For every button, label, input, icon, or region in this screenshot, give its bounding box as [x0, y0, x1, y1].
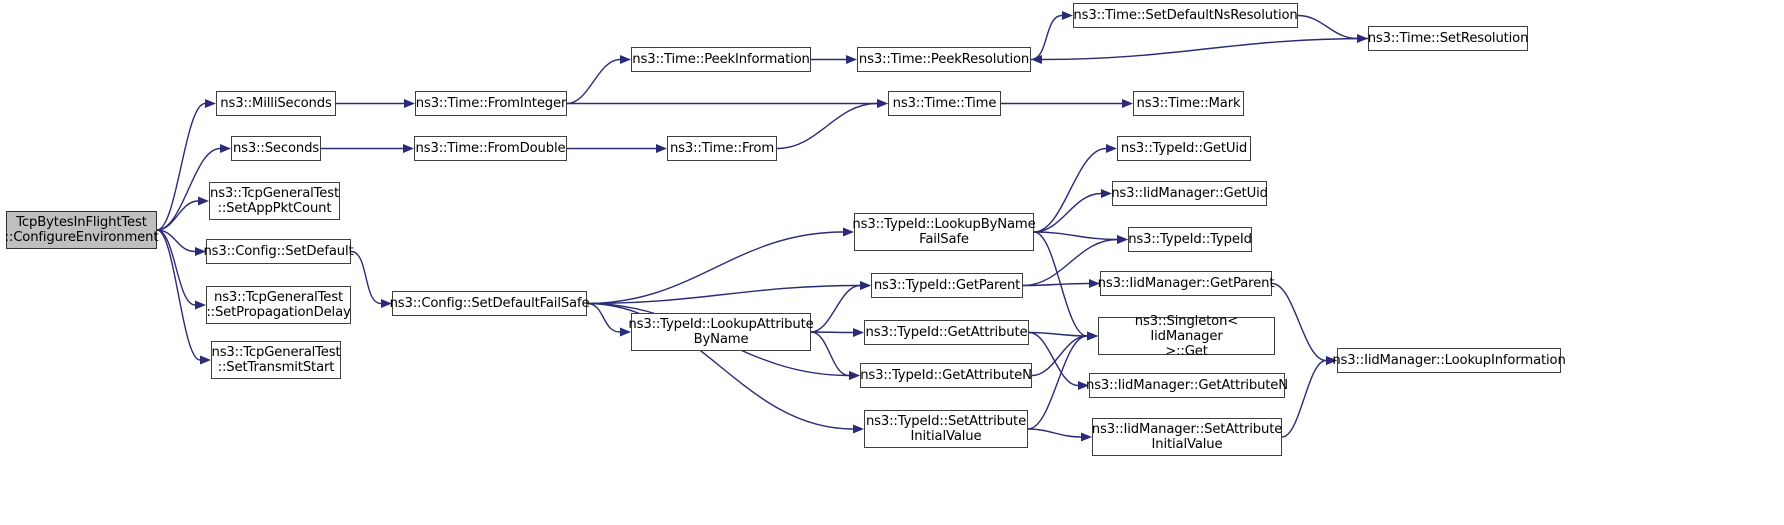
graph-arrowhead-fromdouble-to-timefrom [656, 144, 667, 153]
graph-arrowhead-milliseconds-to-fromteger [404, 99, 415, 108]
graph-node-singleton_get[interactable]: ns3::Singleton< IidManager >::Get [1098, 314, 1275, 359]
graph-arrowhead-timefrom-to-timetime [877, 99, 888, 108]
graph-node-tid_getuid[interactable]: ns3::TypeId::GetUid [1117, 136, 1251, 161]
graph-edge-lookupattrbyname-to-getattributen [810, 331, 850, 377]
graph-edge-setdefaultfail-to-lookupattrbyname [586, 302, 621, 333]
graph-node-seconds[interactable]: ns3::Seconds [231, 136, 321, 161]
graph-arrowhead-setdefaultfail-to-setattrinit [853, 424, 864, 434]
graph-node-getparent_tid[interactable]: ns3::TypeId::GetParent [871, 273, 1023, 298]
graph-node-setpropdelay[interactable]: ns3::TcpGeneralTest ::SetPropagationDela… [206, 286, 351, 324]
graph-arrowhead-setresolution-to-peekresolution [1031, 55, 1042, 64]
graph-node-setdefaultns[interactable]: ns3::Time::SetDefaultNsResolution [1073, 3, 1298, 28]
graph-edge-root-to-milliseconds [156, 102, 206, 231]
graph-arrowhead-root-to-setdefault [195, 247, 206, 256]
graph-node-setattrinit[interactable]: ns3::TypeId::SetAttribute InitialValue [864, 410, 1028, 448]
graph-edge-getparent_tid-to-tid_typeid [1022, 238, 1118, 287]
graph-arrowhead-fromteger-to-peekinformation [620, 55, 631, 64]
graph-node-milliseconds[interactable]: ns3::MilliSeconds [216, 91, 336, 116]
graph-node-setapppktcount[interactable]: ns3::TcpGeneralTest ::SetAppPktCount [209, 182, 340, 220]
graph-node-fromteger[interactable]: ns3::Time::FromInteger [415, 91, 567, 116]
graph-edge-setdefaultfail-to-lookupbynamefs [586, 231, 844, 305]
graph-arrowhead-lookupattrbyname-to-getparent_tid [860, 281, 871, 290]
graph-edge-setdefault-to-setdefaultfail [350, 250, 382, 305]
graph-node-setdefaultfail[interactable]: ns3::Config::SetDefaultFailSafe [390, 291, 590, 316]
graph-node-root[interactable]: TcpBytesInFlightTest ::ConfigureEnvironm… [5, 211, 159, 249]
graph-arrowhead-setattrinit-to-iid_setattrinit [1081, 432, 1092, 442]
graph-node-iid_getattrn[interactable]: ns3::IidManager::GetAttributeN [1086, 373, 1288, 398]
graph-node-settransmitstart[interactable]: ns3::TcpGeneralTest ::SetTransmitStart [211, 341, 341, 379]
graph-arrowhead-getattribute-to-iid_getattrn [1078, 381, 1089, 390]
graph-arrowhead-root-to-milliseconds [205, 99, 216, 108]
graph-arrowhead-lookupbynamefs-to-iid_getuid [1101, 189, 1112, 198]
graph-edge-setattrinit-to-singleton_get [1027, 335, 1088, 430]
graph-arrowhead-setdefault-to-setdefaultfail [381, 299, 392, 308]
graph-arrowhead-peekinformation-to-peekresolution [846, 55, 857, 64]
graph-node-iid_getparent[interactable]: ns3::IidManager::GetParent [1098, 271, 1275, 296]
graph-edge-iid_getparent-to-lookupinfo [1271, 282, 1327, 362]
graph-node-iid_setattrinit[interactable]: ns3::IidManager::SetAttribute InitialVal… [1092, 418, 1282, 456]
graph-node-getattributen[interactable]: ns3::TypeId::GetAttributeN [860, 363, 1032, 388]
graph-arrowhead-timetime-to-timemark [1122, 99, 1133, 108]
graph-edge-setdefaultns-to-setresolution [1297, 14, 1358, 40]
graph-edge-getattributen-to-singleton_get [1031, 335, 1088, 377]
graph-edge-peekresolution-to-setdefaultns [1030, 14, 1063, 61]
graph-edge-lookupattrbyname-to-getparent_tid [810, 284, 861, 333]
graph-edge-setdefaultfail-to-setattrinit [586, 302, 854, 430]
graph-edge-lookupbynamefs-to-tid_getuid [1033, 147, 1107, 233]
graph-edge-root-to-setapppktcount [156, 200, 199, 231]
graph-arrowhead-getparent_tid-to-iid_getparent [1089, 279, 1100, 288]
graph-arrowhead-setdefaultfail-to-lookupbynamefs [843, 227, 854, 237]
graph-edge-lookupbynamefs-to-iid_getuid [1033, 192, 1102, 233]
graph-arrowhead-root-to-setapppktcount [198, 196, 209, 206]
graph-edge-getattribute-to-singleton_get [1028, 331, 1088, 337]
graph-edge-getattribute-to-iid_getattrn [1028, 331, 1079, 387]
graph-arrowhead-setattrinit-to-singleton_get [1087, 331, 1098, 341]
graph-arrowhead-root-to-setpropdelay [195, 300, 206, 310]
graph-node-peekinformation[interactable]: ns3::Time::PeekInformation [631, 47, 811, 72]
graph-arrowhead-lookupattrbyname-to-getattributen [849, 371, 860, 380]
graph-node-setresolution[interactable]: ns3::Time::SetResolution [1368, 26, 1528, 51]
graph-edge-setresolution-to-peekresolution [1041, 37, 1369, 61]
graph-arrowhead-seconds-to-fromdouble [403, 144, 414, 153]
graph-node-lookupbynamefs[interactable]: ns3::TypeId::LookupByName FailSafe [852, 213, 1036, 251]
graph-node-getattribute[interactable]: ns3::TypeId::GetAttribute [864, 320, 1029, 345]
graph-edge-setdefaultfail-to-getparent_tid [586, 284, 861, 305]
graph-edge-iid_setattrinit-to-lookupinfo [1281, 359, 1327, 438]
graph-arrowhead-root-to-seconds [220, 144, 231, 153]
graph-edge-root-to-setpropdelay [156, 229, 196, 306]
graph-node-fromdouble[interactable]: ns3::Time::FromDouble [414, 136, 567, 161]
graph-arrowhead-lookupattrbyname-to-getattribute [853, 328, 864, 337]
graph-arrowhead-peekresolution-to-setdefaultns [1062, 11, 1073, 20]
graph-node-iid_getuid[interactable]: ns3::IidManager::GetUid [1111, 181, 1268, 206]
graph-node-lookupattrbyname[interactable]: ns3::TypeId::LookupAttribute ByName [628, 313, 814, 351]
graph-node-timetime[interactable]: ns3::Time::Time [888, 91, 1001, 116]
graph-arrowhead-root-to-settransmitstart [200, 355, 211, 365]
graph-edge-root-to-settransmitstart [156, 229, 201, 361]
graph-node-lookupinfo[interactable]: ns3::IidManager::LookupInformation [1332, 348, 1566, 373]
graph-edge-lookupattrbyname-to-getattribute [810, 331, 854, 334]
graph-node-tid_typeid[interactable]: ns3::TypeId::TypeId [1128, 227, 1252, 252]
graph-arrowhead-setdefaultfail-to-lookupattrbyname [620, 327, 631, 337]
graph-node-timefrom[interactable]: ns3::Time::From [667, 136, 777, 161]
graph-node-peekresolution[interactable]: ns3::Time::PeekResolution [857, 47, 1031, 72]
graph-node-setdefault[interactable]: ns3::Config::SetDefault [203, 239, 354, 264]
graph-edge-fromteger-to-peekinformation [566, 58, 621, 105]
graph-edge-lookupbynamefs-to-tid_typeid [1033, 231, 1118, 241]
graph-edge-timefrom-to-timetime [776, 102, 878, 150]
graph-node-timemark[interactable]: ns3::Time::Mark [1133, 91, 1244, 116]
graph-arrowhead-iid_setattrinit-to-lookupinfo [1326, 356, 1337, 365]
graph-edge-root-to-seconds [156, 147, 221, 231]
graph-arrowhead-lookupbynamefs-to-tid_getuid [1106, 144, 1117, 153]
graph-arrowhead-getparent_tid-to-tid_typeid [1117, 235, 1128, 244]
graph-edge-setattrinit-to-iid_setattrinit [1027, 428, 1082, 438]
